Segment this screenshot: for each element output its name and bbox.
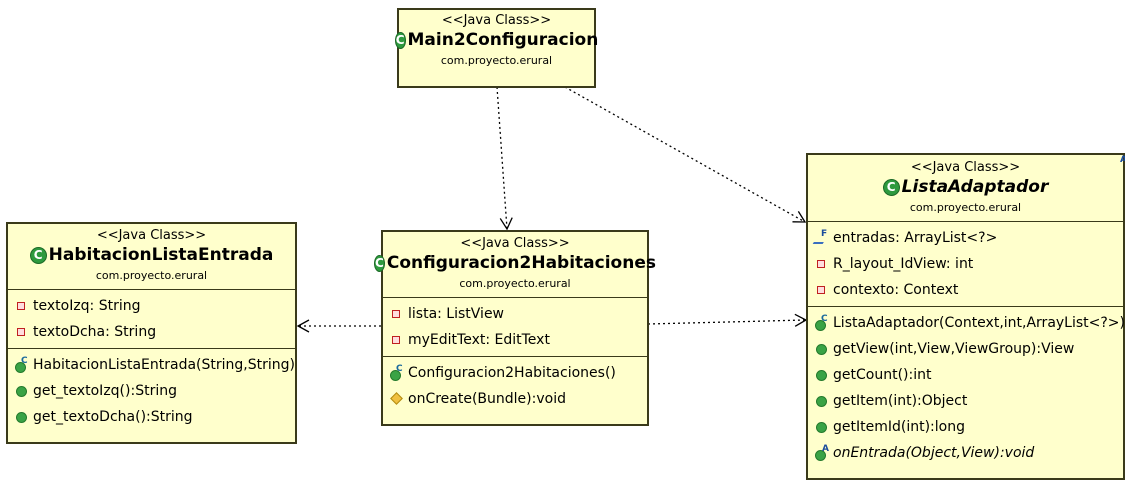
protected-method-icon — [389, 392, 403, 406]
field-text: entradas: ArrayList<?> — [833, 230, 998, 246]
class-main2configuracion[interactable]: <<Java Class>> C Main2Configuracion com.… — [394, 8, 598, 88]
package-name: com.proyecto.erural — [95, 269, 208, 282]
field-text: myEditText: EditText — [408, 332, 550, 348]
field-row[interactable]: R_layout_IdView: int — [808, 251, 1123, 277]
public-method-icon — [814, 394, 828, 408]
package-name: com.proyecto.erural — [440, 54, 553, 67]
private-field-icon — [14, 299, 28, 313]
method-row[interactable]: get_textoIzq():String — [8, 378, 295, 404]
class-name: C HabitacionListaEntrada — [12, 244, 291, 266]
method-text: getView(int,View,ViewGroup):View — [833, 341, 1075, 357]
method-text: HabitacionListaEntrada(String,String) — [33, 357, 295, 373]
class-name-text: Configuracion2Habitaciones — [386, 253, 656, 273]
method-row[interactable]: getCount():int — [808, 362, 1123, 388]
method-row[interactable]: getItemId(int):long — [808, 414, 1123, 440]
constructor-icon: C — [389, 365, 403, 381]
class-name: C Configuracion2Habitaciones — [374, 252, 656, 274]
field-row[interactable]: textoIzq: String — [8, 293, 295, 319]
package-name: com.proyecto.erural — [909, 201, 1022, 214]
method-text: get_textoDcha():String — [33, 409, 193, 425]
stereotype: <<Java Class>> — [910, 160, 1021, 175]
method-text: getCount():int — [833, 367, 932, 383]
class-name: C Main2Configuracion — [394, 29, 598, 51]
field-row[interactable]: contexto: Context — [808, 277, 1123, 303]
class-name-text: Main2Configuracion — [407, 30, 599, 50]
method-row[interactable]: C ListaAdaptador(Context,int,ArrayList<?>… — [808, 310, 1125, 336]
private-field-icon — [814, 257, 828, 271]
methods-section: C Configuracion2Habitaciones() onCreate(B… — [383, 357, 647, 415]
class-icon: C — [394, 31, 406, 49]
fields-section: lista: ListView myEditText: EditText — [383, 298, 647, 357]
public-method-icon — [814, 420, 828, 434]
stereotype: <<Java Class>> — [96, 228, 207, 243]
dependency-main-to-lista — [564, 86, 807, 223]
class-name-text: HabitacionListaEntrada — [48, 245, 274, 265]
class-configuracion2habitaciones[interactable]: <<Java Class>> C Configuracion2Habitacio… — [374, 230, 656, 426]
dependency-main-to-config — [496, 86, 513, 231]
stereotype: <<Java Class>> — [460, 236, 570, 251]
method-text: Configuracion2Habitaciones() — [408, 365, 616, 381]
method-row[interactable]: getView(int,View,ViewGroup):View — [808, 336, 1123, 362]
field-row[interactable]: lista: ListView — [383, 301, 647, 327]
stereotype: <<Java Class>> — [441, 13, 552, 28]
field-text: contexto: Context — [833, 282, 959, 298]
method-row[interactable]: C Configuracion2Habitaciones() — [383, 360, 647, 386]
public-method-icon — [14, 384, 28, 398]
method-row[interactable]: getItem(int):Object — [808, 388, 1123, 414]
field-text: R_layout_IdView: int — [833, 256, 974, 272]
private-field-icon — [389, 307, 403, 321]
method-row[interactable]: onCreate(Bundle):void — [383, 386, 647, 412]
final-field-icon: F — [814, 230, 828, 245]
method-text: onEntrada(Object,View):void — [833, 445, 1035, 461]
dependency-config-to-lista — [647, 313, 808, 327]
methods-section: C ListaAdaptador(Context,int,ArrayList<?>… — [808, 307, 1125, 469]
private-field-icon — [814, 283, 828, 297]
constructor-icon: C — [814, 315, 828, 331]
class-header: <<Java Class>> C Main2Configuracion com.… — [394, 10, 598, 72]
field-row[interactable]: myEditText: EditText — [383, 327, 647, 353]
method-text: ListaAdaptador(Context,int,ArrayList<?>) — [833, 315, 1125, 331]
private-field-icon — [14, 325, 28, 339]
methods-section: C HabitacionListaEntrada(String,String) g… — [8, 349, 295, 433]
public-method-icon — [814, 368, 828, 382]
method-text: onCreate(Bundle):void — [408, 391, 566, 407]
public-method-icon — [814, 342, 828, 356]
field-row[interactable]: textoDcha: String — [8, 319, 295, 345]
class-icon: C — [29, 246, 47, 264]
class-icon: C — [374, 254, 385, 272]
field-text: textoIzq: String — [33, 298, 141, 314]
field-text: lista: ListView — [408, 306, 505, 322]
fields-section: textoIzq: String textoDcha: String — [8, 290, 295, 349]
class-header: <<Java Class>> C Configuracion2Habitacio… — [374, 232, 656, 298]
method-row[interactable]: get_textoDcha():String — [8, 404, 295, 430]
method-text: getItemId(int):long — [833, 419, 965, 435]
method-text: get_textoIzq():String — [33, 383, 177, 399]
class-header: <<Java Class>> C HabitacionListaEntrada … — [8, 224, 295, 290]
method-text: getItem(int):Object — [833, 393, 968, 409]
field-text: textoDcha: String — [33, 324, 157, 340]
method-row[interactable]: C HabitacionListaEntrada(String,String) — [8, 352, 295, 378]
public-method-icon — [14, 410, 28, 424]
private-field-icon — [389, 333, 403, 347]
abstract-method-icon: A — [814, 445, 829, 461]
class-name-text: ListaAdaptador — [901, 177, 1049, 197]
class-habitacionlistaentrada[interactable]: <<Java Class>> C HabitacionListaEntrada … — [6, 222, 297, 444]
package-name: com.proyecto.erural — [459, 277, 571, 290]
constructor-icon: C — [14, 357, 28, 373]
